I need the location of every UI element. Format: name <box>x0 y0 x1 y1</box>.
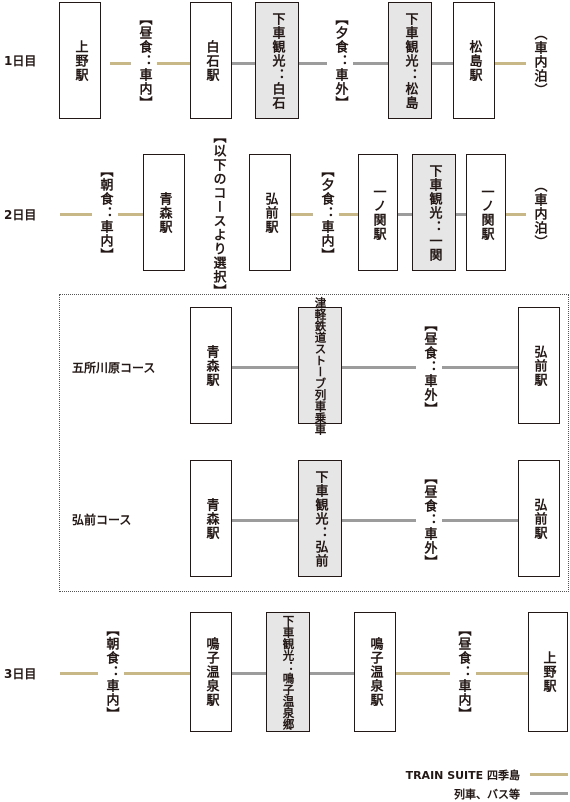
day3-line-gold-1 <box>60 672 190 675</box>
day1-label: 1日目 <box>4 54 37 68</box>
day1-tour-matsushima: 下車観光：松島 <box>388 2 432 119</box>
day2-stay: （車内泊） <box>526 174 552 254</box>
day3-tour-naruko: 下車観光：鳴子温泉郷 <box>266 612 310 732</box>
day3-label: 3日目 <box>4 667 37 681</box>
day2-hirosaki-station: 弘前駅 <box>249 154 291 271</box>
day3-ueno-station: 上野駅 <box>528 612 568 732</box>
day1-shiroishi-station: 白石駅 <box>190 2 232 119</box>
legend-train-suite-label: TRAIN SUITE 四季島 <box>405 769 520 782</box>
course1-line <box>232 366 520 369</box>
day3-naruko-station-2: 鳴子温泉駅 <box>354 612 396 732</box>
day2-line-gold-3 <box>506 213 534 216</box>
day3-meal2: 【昼食：車内】 <box>450 623 476 721</box>
course2-hirosaki-station: 弘前駅 <box>518 460 560 577</box>
day2-meal2: 【夕食：車内】 <box>313 164 339 262</box>
course2-tour-hirosaki: 下車観光：弘前 <box>298 460 342 577</box>
day1-ueno-label: 上野駅 <box>72 39 88 82</box>
course2-label: 弘前コース <box>72 513 132 527</box>
day1-matsushima-station: 松島駅 <box>453 2 495 119</box>
course2-meal: 【昼食：車外】 <box>416 471 442 569</box>
legend-other-swatch <box>530 792 568 795</box>
day2-aomori-station: 青森駅 <box>143 154 185 271</box>
course2-aomori-station: 青森駅 <box>190 460 232 577</box>
day2-course-select: 【以下のコースより選択】 <box>204 130 232 298</box>
day1-meal1: 【昼食：車内】 <box>131 12 157 110</box>
day2-ichinoseki-station-1: 一ノ関駅 <box>358 154 398 271</box>
course-options-frame <box>59 294 569 592</box>
course1-hirosaki-station: 弘前駅 <box>518 307 560 424</box>
day3-meal1: 【朝食：車内】 <box>98 623 124 721</box>
day2-meal1: 【朝食：車内】 <box>92 164 118 262</box>
course1-tour-stove-train: 津軽鉄道ストーブ列車乗車 <box>298 297 342 435</box>
course1-label: 五所川原コース <box>72 361 156 375</box>
day2-label: 2日目 <box>4 208 37 222</box>
course1-meal: 【昼食：車外】 <box>416 318 442 416</box>
course1-aomori-station: 青森駅 <box>190 307 232 424</box>
legend-other-label: 列車、バス等 <box>454 788 520 801</box>
legend-train-suite-swatch <box>530 773 568 776</box>
day1-ueno-station: 上野駅 <box>59 2 101 119</box>
day1-tour-shiroishi: 下車観光：白石 <box>255 2 299 119</box>
day2-ichinoseki-station-2: 一ノ関駅 <box>466 154 506 271</box>
day3-naruko-station-1: 鳴子温泉駅 <box>190 612 232 732</box>
day1-stay: （車内泊） <box>526 22 552 102</box>
day2-tour-ichinoseki: 下車観光：一関 <box>412 154 456 271</box>
day1-line-gold-2 <box>494 62 534 65</box>
day1-meal2: 【夕食：車外】 <box>327 12 353 110</box>
course2-line <box>232 519 520 522</box>
